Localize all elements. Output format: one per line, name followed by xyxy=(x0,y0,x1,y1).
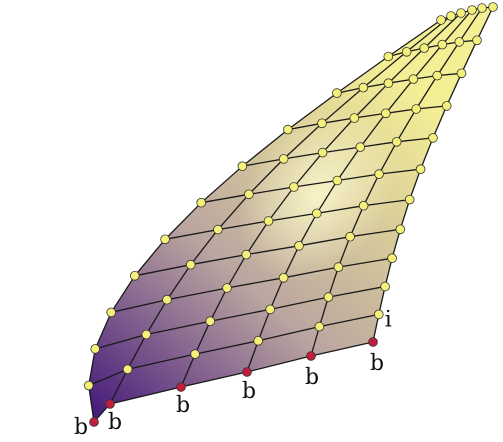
boundary-node xyxy=(176,382,186,392)
interior-node xyxy=(391,137,402,147)
interior-node xyxy=(467,5,477,15)
interior-node xyxy=(358,82,369,93)
mesh-row-line xyxy=(111,257,393,314)
boundary-node xyxy=(306,351,316,361)
mesh-row-line xyxy=(242,137,434,167)
interior-node xyxy=(141,329,152,340)
interior-node xyxy=(283,124,293,135)
interior-node xyxy=(401,46,412,57)
interior-node xyxy=(432,70,443,81)
interior-node xyxy=(355,142,366,152)
interior-node xyxy=(278,154,289,164)
interior-node xyxy=(349,113,360,123)
interior-node xyxy=(441,101,452,111)
interior-node xyxy=(332,88,342,98)
interior-node xyxy=(106,307,116,318)
interior-node xyxy=(311,208,322,219)
surface xyxy=(88,7,493,422)
interior-node xyxy=(380,281,390,292)
boundary-node xyxy=(105,399,115,409)
interior-node xyxy=(358,200,369,211)
boundary-label: b xyxy=(176,393,190,418)
interior-node xyxy=(160,234,170,245)
interior-node xyxy=(456,8,466,18)
interior-node xyxy=(90,344,100,354)
interior-node xyxy=(373,309,384,320)
interior-node xyxy=(395,224,406,235)
mesh-row-line xyxy=(164,198,410,240)
interior-node xyxy=(477,3,487,13)
interior-node xyxy=(380,108,391,119)
interior-label: i xyxy=(385,307,392,332)
interior-node xyxy=(383,78,394,88)
interior-node xyxy=(333,262,344,272)
interior-node xyxy=(419,43,430,53)
interior-node xyxy=(345,231,355,242)
interior-node xyxy=(408,74,419,84)
interior-node xyxy=(190,349,200,359)
interior-node xyxy=(253,335,264,346)
interior-node xyxy=(244,189,254,200)
interior-node xyxy=(488,2,498,12)
interior-node xyxy=(122,364,133,375)
interior-node xyxy=(411,104,422,114)
interior-node xyxy=(456,68,467,79)
interior-node xyxy=(278,272,289,283)
boundary-label: b xyxy=(370,351,384,376)
mesh-column-line xyxy=(246,9,473,373)
interior-node xyxy=(294,241,304,251)
boundary-label: b xyxy=(305,365,319,390)
interior-node xyxy=(374,169,384,179)
interior-node xyxy=(314,321,325,332)
mesh-row-line xyxy=(287,105,447,131)
interior-node xyxy=(317,147,328,158)
mesh-column-line xyxy=(310,7,483,357)
boundary-label: b xyxy=(108,410,122,435)
mesh-nodes xyxy=(83,2,498,427)
interior-node xyxy=(196,197,207,208)
boundary-node xyxy=(368,337,378,347)
interior-node xyxy=(454,37,465,47)
boundary-node xyxy=(89,417,99,427)
interior-node xyxy=(237,161,248,172)
mesh-row-line xyxy=(201,168,421,204)
interior-node xyxy=(472,35,482,46)
interior-node xyxy=(387,253,397,264)
mesh-row-line xyxy=(88,313,379,387)
mesh-column-line xyxy=(109,15,452,405)
interior-node xyxy=(241,249,252,260)
interior-node xyxy=(222,283,232,293)
mesh-row-line xyxy=(134,228,401,277)
interior-node xyxy=(130,270,140,281)
interior-node xyxy=(185,259,196,270)
interior-node xyxy=(437,39,448,50)
interior-node xyxy=(404,194,415,205)
interior-node xyxy=(213,224,223,235)
interior-node xyxy=(446,11,456,21)
interior-node xyxy=(263,216,274,226)
boundary-node xyxy=(242,367,252,377)
mesh-column-line xyxy=(180,12,462,388)
interior-node xyxy=(383,51,394,62)
interior-node xyxy=(289,182,299,192)
interior-node xyxy=(436,15,446,25)
interior-node xyxy=(428,133,438,143)
mesh-column-line xyxy=(88,19,442,423)
interior-node xyxy=(332,175,343,186)
interior-node xyxy=(162,294,172,305)
mesh-row-line xyxy=(95,285,386,350)
interior-node xyxy=(265,304,276,315)
interior-node xyxy=(323,292,334,302)
boundary-label: b xyxy=(74,415,88,440)
interior-node xyxy=(415,164,426,175)
boundary-label: b xyxy=(242,379,256,404)
interior-node xyxy=(205,316,216,327)
interior-node xyxy=(83,380,94,391)
interior-node xyxy=(317,118,327,129)
